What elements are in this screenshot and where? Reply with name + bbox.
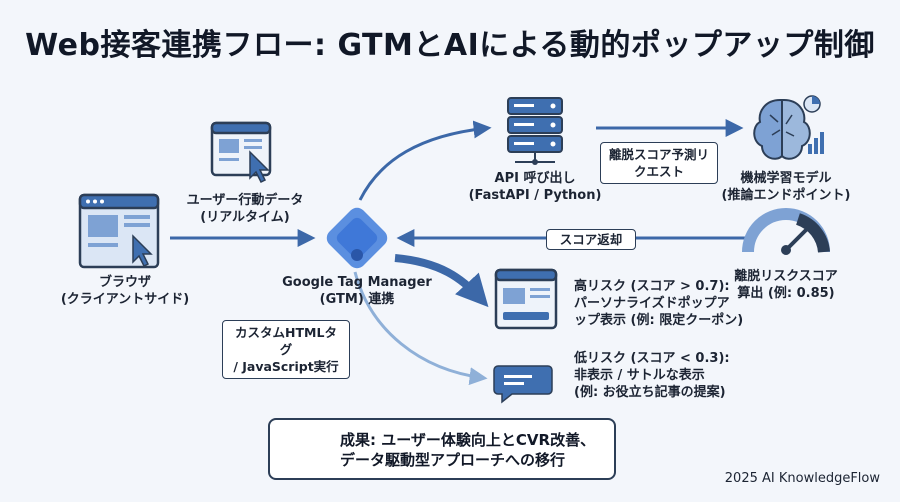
custom-html-callout: カスタムHTMLタグ/ JavaScript実行 — [222, 320, 350, 379]
user-data-window-icon — [210, 121, 272, 184]
result-box: 成果: ユーザー体験向上とCVR改善、データ駆動型アプローチへの移行 — [268, 418, 616, 480]
api-label: API 呼び出し(FastAPI / Python) — [468, 171, 602, 203]
risk-score-label: 離脱リスクスコア算出 (例: 0.85) — [734, 269, 838, 301]
chat-bubble-icon — [493, 365, 553, 404]
result-text: 成果: ユーザー体験向上とCVR改善、データ駆動型アプローチへの移行 — [340, 431, 596, 469]
risk-gauge-icon — [742, 208, 830, 255]
gtm-logo-icon — [326, 207, 388, 269]
low-risk-label: 低リスク (スコア < 0.3):非表示 / サトルな表示(例: お役立ち記事の… — [574, 351, 730, 400]
arrow-gtm-to-low-risk — [353, 271, 488, 386]
popup-window-icon — [494, 268, 558, 330]
footer-credit: 2025 AI KnowledgeFlow — [724, 471, 880, 486]
high-risk-label: 高リスク (スコア > 0.7):パーソナライズドポップアップ表示 (例: 限定… — [574, 279, 744, 328]
score-return-callout: スコア返却 — [546, 229, 636, 250]
browser-window-icon — [78, 193, 160, 269]
api-server-icon — [507, 97, 563, 165]
page-title: Web接客連携フロー: GTMとAIによる動的ポップアップ制御 — [25, 28, 875, 63]
ml-model-brain-icon — [753, 95, 824, 160]
arrow-gtm-to-api — [358, 120, 492, 201]
user-data-label: ユーザー行動データ(リアルタイム) — [186, 193, 304, 225]
ml-model-label: 機械学習モデル(推論エンドポイント) — [721, 171, 851, 203]
browser-label: ブラウザ(クライアントサイド) — [60, 275, 190, 307]
gtm-label: Google Tag Manager(GTM) 連携 — [282, 275, 432, 307]
arrow-gtm-to-high-risk — [394, 254, 489, 308]
request-callout: 離脱スコア予測リクエスト — [600, 142, 718, 184]
